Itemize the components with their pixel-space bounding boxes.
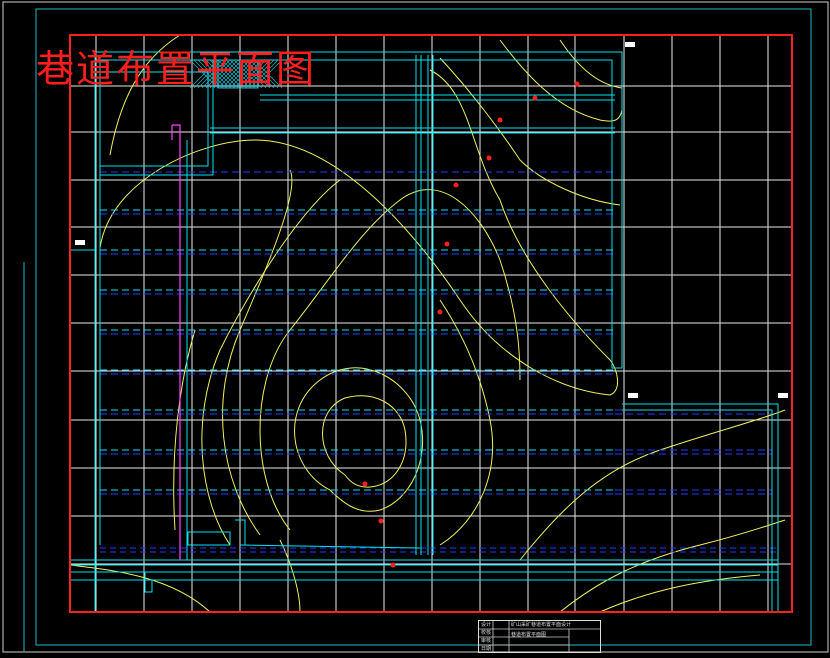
borehole-marker (362, 481, 368, 487)
hatch-line (225, 59, 255, 89)
pipeline (171, 124, 181, 560)
hatch-line (193, 59, 223, 89)
title-block-row: 日期 (481, 646, 492, 652)
corner-point-label (778, 393, 788, 398)
contour-line (322, 395, 407, 488)
borehole-marker (486, 155, 492, 161)
hatch-line (237, 59, 267, 89)
hatch-line (245, 59, 275, 89)
shaft-bottom (144, 572, 153, 593)
contour-lines (69, 34, 786, 613)
contour-line (279, 539, 301, 613)
contour-line (439, 57, 621, 206)
planned-roadways (100, 171, 778, 553)
title-block: 矿山采矿巷道布置平面设计 巷道布置平面图 设计 校核 审核 日期 (478, 620, 601, 653)
east-boundary-roadway (622, 403, 779, 612)
inner-sheet-border (35, 8, 812, 646)
contour-line (173, 329, 196, 531)
north-boundary-roadway (95, 51, 623, 369)
contour-line (519, 409, 786, 561)
borehole-marker (437, 309, 443, 315)
hatched-area (189, 59, 283, 89)
corner-point-labels (75, 42, 788, 398)
contour-line (499, 39, 623, 122)
borehole-marker (453, 182, 459, 188)
pit-area (99, 71, 209, 167)
contour-line (222, 169, 293, 536)
title-block-row: 设计 (481, 622, 492, 628)
hatch-line (229, 59, 259, 89)
contour-line (599, 574, 761, 613)
borehole-marker (390, 562, 396, 568)
borehole-marker (497, 117, 503, 123)
contour-line (294, 367, 424, 512)
hatch-line (213, 59, 243, 89)
pump-station-access (235, 519, 246, 545)
mining-boundary (69, 34, 793, 613)
contour-line (439, 299, 494, 546)
hatch-line (189, 59, 219, 89)
hatch-line (241, 59, 271, 89)
pipeline-riser (172, 124, 181, 560)
title-block-sheet: 巷道布置平面图 (511, 632, 547, 638)
title-block-row: 审核 (481, 638, 492, 644)
contour-line (99, 69, 618, 396)
borehole-marker (574, 81, 580, 87)
drawing-title: 巷道布置平面图 (36, 47, 317, 91)
borehole-marker (532, 95, 538, 101)
contour-line (201, 179, 341, 546)
pump-station (187, 531, 231, 546)
contour-line (559, 39, 623, 89)
contour-line (559, 519, 786, 613)
corner-point-label (625, 42, 635, 47)
hatch-line (209, 59, 239, 89)
contour-line (69, 564, 211, 613)
hatch-line (205, 59, 235, 89)
title-block-lines (479, 621, 600, 652)
hatch-line (249, 59, 279, 89)
hatch-line (201, 59, 231, 89)
hatch-line (253, 59, 283, 89)
hatch-line (217, 59, 247, 89)
contour-line (109, 34, 181, 156)
borehole-marker (444, 241, 450, 247)
hatch-line (233, 59, 263, 89)
south-drift-link (239, 544, 421, 549)
title-block-project: 矿山采矿巷道布置平面设计 (511, 622, 572, 628)
corner-point-label (75, 240, 85, 245)
corner-point-label (628, 393, 638, 398)
roadway-network (70, 51, 779, 612)
borehole-marker (378, 518, 384, 524)
borehole-markers (362, 81, 580, 568)
hatch-line (221, 59, 251, 89)
title-block-row: 校核 (481, 630, 492, 636)
east-boundary-roadway (622, 409, 773, 612)
coordinate-grid (70, 35, 792, 612)
hatch-line (197, 59, 227, 89)
